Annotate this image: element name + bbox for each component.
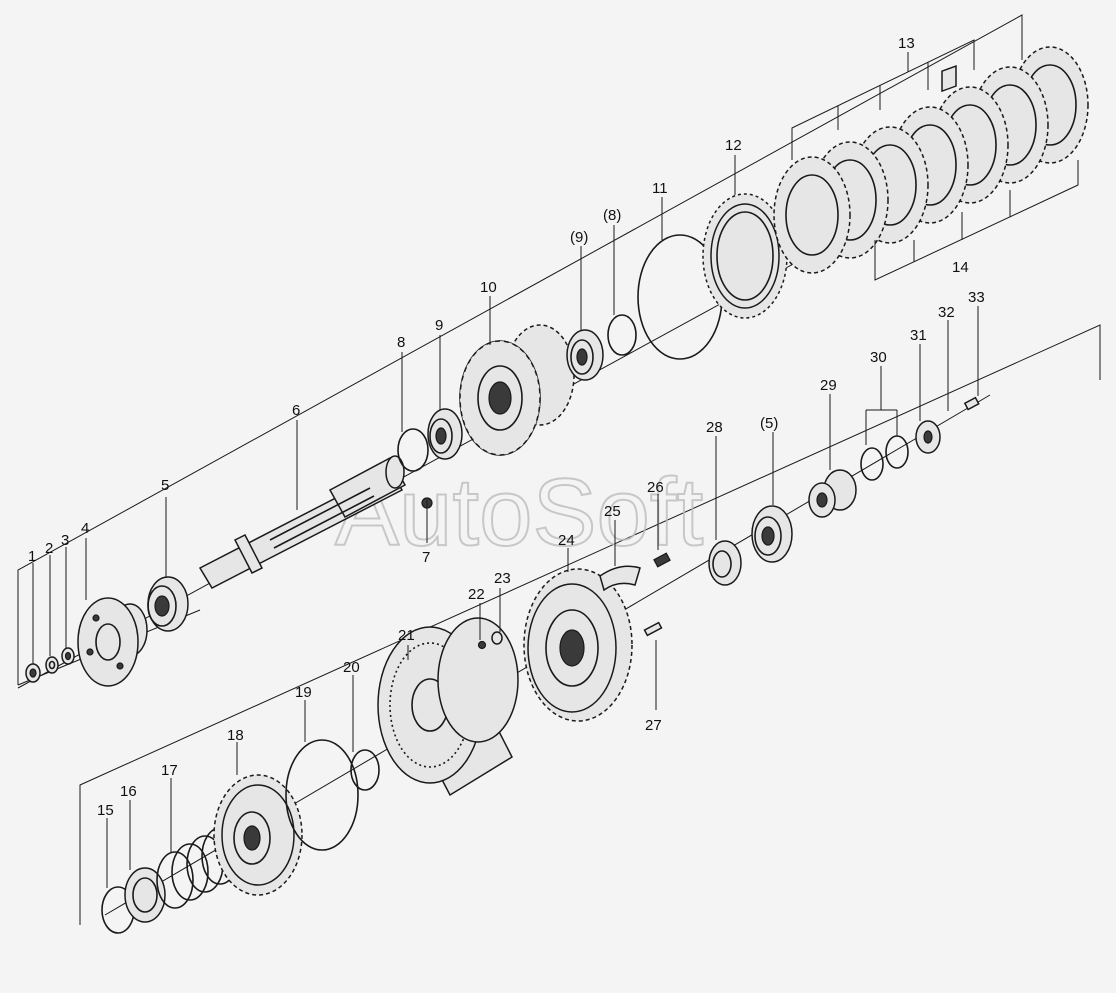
- callout-11: 11: [652, 180, 668, 197]
- part-33-screw: [963, 396, 980, 411]
- part-20-o-ring: [350, 749, 380, 791]
- leader-lines: [32, 39, 1079, 888]
- part-28-roller-bearing: [708, 540, 742, 586]
- callout-23: 23: [494, 570, 511, 587]
- callout-19: 19: [295, 684, 312, 701]
- callout-31: 31: [910, 327, 927, 344]
- part-30-seal-rings: [860, 435, 909, 481]
- part-1-nut: [25, 663, 41, 683]
- callout-29: 29: [820, 377, 837, 394]
- part-10-gear: [459, 324, 575, 456]
- callout-22: 22: [468, 586, 485, 603]
- part-24-gear: [523, 568, 633, 722]
- part-18-gear: [213, 774, 303, 896]
- callout-12: 12: [725, 137, 742, 154]
- callout-24: 24: [558, 532, 575, 549]
- part-29-bushing: [808, 469, 857, 518]
- part-2-washer: [45, 656, 59, 674]
- callout-21: 21: [398, 627, 415, 644]
- callout-6: 6: [292, 402, 300, 419]
- callout-16: 16: [120, 783, 137, 800]
- callout-30: 30: [870, 349, 887, 366]
- callout-7: 7: [422, 549, 430, 566]
- part-31-washer: [915, 420, 941, 454]
- callout-2: 2: [45, 540, 53, 557]
- callout-9-repeat: (9): [570, 229, 588, 246]
- part-23-nut: [491, 631, 503, 645]
- callout-13: 13: [898, 35, 915, 52]
- part-32-plate: [941, 65, 957, 93]
- callout-26: 26: [647, 479, 664, 496]
- part-5-bearing-repeat: [751, 505, 793, 563]
- callout-28: 28: [706, 419, 723, 436]
- callout-14: 14: [952, 259, 969, 276]
- callout-5-repeat: (5): [760, 415, 778, 432]
- callout-27: 27: [645, 717, 662, 734]
- callout-9: 9: [435, 317, 443, 334]
- callout-20: 20: [343, 659, 360, 676]
- part-12-disc: [702, 193, 788, 319]
- callout-17: 17: [161, 762, 178, 779]
- part-21-drum: [377, 617, 519, 797]
- callout-15: 15: [97, 802, 114, 819]
- callout-5: 5: [161, 477, 169, 494]
- part-26-bolt: [653, 552, 671, 568]
- part-13-14-clutch-pack: [773, 46, 1089, 274]
- part-27-pin: [643, 621, 663, 637]
- part-9-bearing-repeat: [566, 329, 604, 381]
- callout-8-repeat: (8): [603, 207, 621, 224]
- callout-25: 25: [604, 503, 621, 520]
- part-9-bearing: [427, 408, 463, 460]
- part-25-shoe: [599, 565, 641, 592]
- part-8-snap-ring-repeat: [607, 314, 637, 356]
- callout-18: 18: [227, 727, 244, 744]
- callout-3: 3: [61, 532, 69, 549]
- part-6-shaft: [198, 455, 407, 589]
- callout-33: 33: [968, 289, 985, 306]
- callout-1: 1: [28, 548, 36, 565]
- part-19-ring: [285, 739, 359, 851]
- part-5-bearing: [147, 576, 189, 632]
- part-4-flange: [77, 597, 148, 687]
- part-3-washer: [61, 647, 75, 665]
- callout-4: 4: [81, 520, 89, 537]
- callout-32: 32: [938, 304, 955, 321]
- part-16-washer: [124, 867, 166, 923]
- part-8-snap-ring: [397, 428, 429, 472]
- callout-labels: 1 2 3 4 5 6 7 8 9 10 (9) (8) 11 12 13 14…: [28, 35, 985, 819]
- callout-10: 10: [480, 279, 497, 296]
- part-22-ball: [477, 640, 487, 650]
- callout-8: 8: [397, 334, 405, 351]
